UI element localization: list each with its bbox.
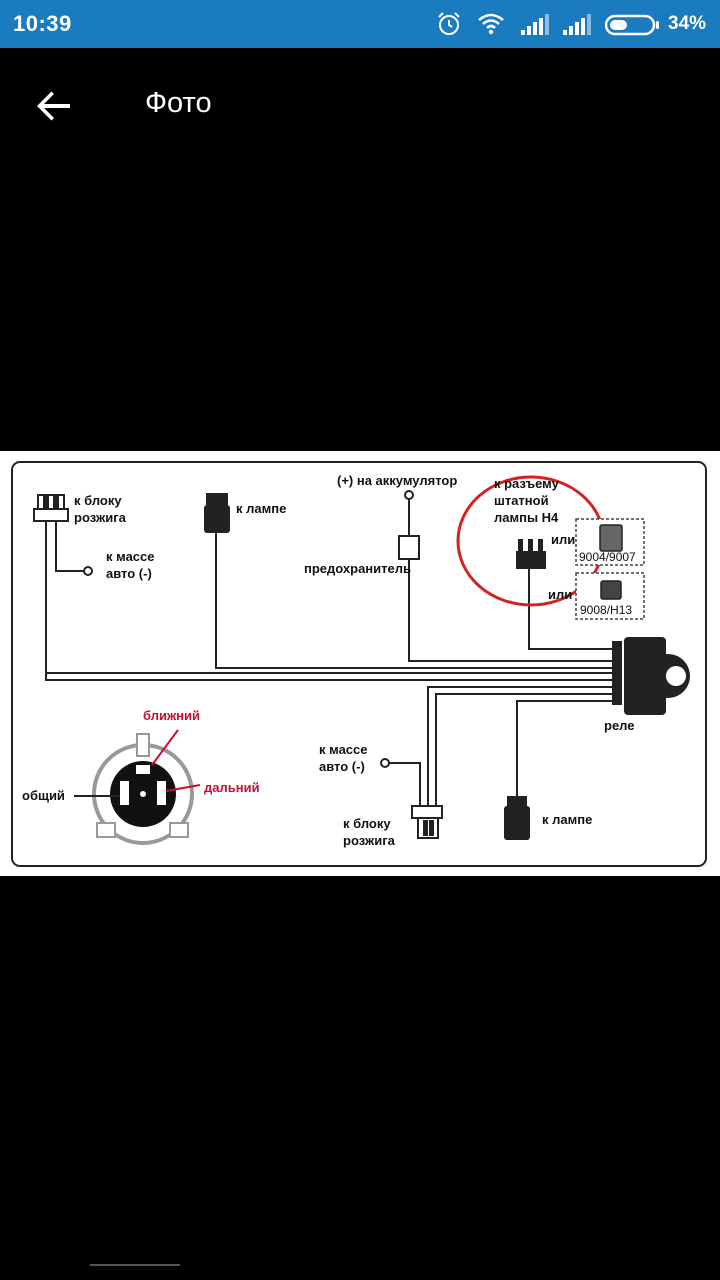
signal-icon: [521, 14, 549, 35]
label-ignition-bottom-1: к блоку: [343, 816, 391, 831]
wiring-diagram: к блоку розжига к массе авто (-) к лампе…: [11, 461, 707, 867]
signal-icon: [563, 14, 591, 35]
battery-percent: 34%: [668, 13, 707, 34]
label-or-2: или: [548, 587, 572, 602]
wires: [45, 499, 612, 806]
photo-image[interactable]: к блоку розжига к массе авто (-) к лампе…: [0, 451, 720, 876]
lamp-connector-top: [204, 493, 230, 533]
label-ground-top-1: к массе: [106, 549, 154, 564]
relay: [612, 637, 690, 715]
label-high-beam: дальний: [204, 780, 260, 795]
battery-icon: [605, 14, 659, 36]
label-relay: реле: [604, 718, 635, 733]
alt-connector-1: [599, 524, 623, 552]
label-connector-2: штатной: [494, 493, 549, 508]
alarm-icon: [438, 12, 460, 35]
label-lamp-top: к лампе: [236, 501, 286, 516]
label-lamp-bottom: к лампе: [542, 812, 592, 827]
label-battery: (+) на аккумулятор: [337, 473, 457, 488]
alt-connector-2: [600, 580, 622, 600]
lamp-connector-bottom: [504, 796, 530, 840]
label-ground-bottom-1: к массе: [319, 742, 367, 757]
app-bar: Фото: [0, 48, 720, 160]
label-fuse: предохранитель: [304, 561, 411, 576]
label-ignition-bottom-2: розжига: [343, 833, 396, 848]
h4-connector: [516, 539, 546, 569]
label-low-beam: ближний: [143, 708, 200, 723]
label-ground-bottom-2: авто (-): [319, 759, 365, 774]
label-connector-1: к разъему: [494, 476, 560, 491]
nav-gesture-handle: [90, 1264, 180, 1266]
fuse: [398, 535, 420, 560]
label-ignition-top-1: к блоку: [74, 493, 122, 508]
arrow-left-icon[interactable]: [30, 82, 78, 130]
ignition-connector-bottom: [411, 805, 443, 839]
ignition-connector-top: [33, 494, 69, 522]
label-type-1: 9004/9007: [579, 550, 636, 564]
label-ignition-top-2: розжига: [74, 510, 127, 525]
label-ground-top-2: авто (-): [106, 566, 152, 581]
alt-connector-1-box: [575, 518, 645, 566]
label-connector-3: лампы Н4: [494, 510, 559, 525]
label-or-1: или: [551, 532, 575, 547]
wifi-icon: [478, 13, 504, 35]
battery-terminal: [404, 490, 414, 500]
label-type-2: 9008/H13: [580, 603, 632, 617]
status-time: 10:39: [13, 11, 72, 36]
status-bar: 10:39 34%: [0, 0, 720, 48]
ground-terminal-top: [83, 566, 93, 576]
ground-terminal-bottom: [380, 758, 390, 768]
h4-bulb-socket: [92, 733, 194, 845]
label-common: общий: [22, 788, 65, 803]
page-title: Фото: [145, 87, 212, 119]
